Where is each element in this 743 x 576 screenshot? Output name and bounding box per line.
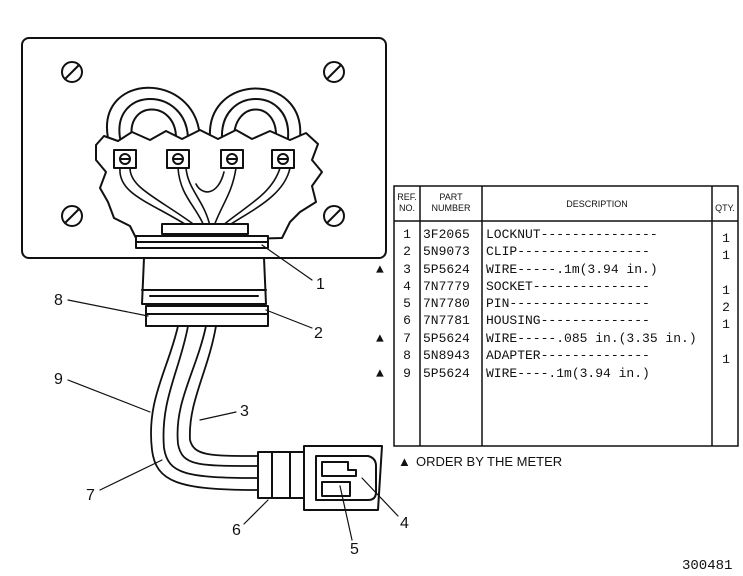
- leader-lines: [67, 244, 399, 541]
- header-part-line2: NUMBER: [431, 203, 471, 213]
- row-part-number: 5N9073: [423, 244, 470, 259]
- row-qty: 1: [722, 231, 730, 246]
- row-part-number: 3F2065: [423, 227, 470, 242]
- row-ref: 6: [403, 313, 411, 328]
- document-number: 300481: [682, 558, 732, 574]
- row-mark: ▲: [376, 331, 384, 346]
- row-mark: ▲: [376, 262, 384, 277]
- parts-table: REF. NO. PART NUMBER DESCRIPTION QTY. 1 …: [376, 185, 739, 469]
- header-description: DESCRIPTION: [566, 199, 628, 209]
- row-part-number: 7N7779: [423, 279, 470, 294]
- header-ref-line2: NO.: [399, 203, 415, 213]
- table-note: ▲ ORDER BY THE METER: [398, 454, 562, 469]
- row-ref: 4: [403, 279, 411, 294]
- row-part-number: 7N7780: [423, 296, 470, 311]
- table-row: ▲ 3 5P5624 WIRE-----.1m(3.94 in.): [376, 262, 658, 277]
- row-mark: ▲: [376, 366, 384, 381]
- internal-wires: [119, 167, 291, 227]
- table-row: ▲ 9 5P5624 WIRE----.1m(3.94 in.): [376, 366, 650, 381]
- row-qty: 1: [722, 248, 730, 263]
- table-header: REF. NO. PART NUMBER DESCRIPTION QTY.: [397, 192, 735, 213]
- row-description: CLIP-----------------: [486, 244, 650, 259]
- note-text: ORDER BY THE METER: [416, 454, 562, 469]
- row-qty: 1: [722, 352, 730, 367]
- left-coil: [106, 86, 201, 139]
- locknut: [135, 223, 269, 249]
- table-row: 4 7N7779 SOCKET--------------- 1: [403, 279, 730, 298]
- row-description: PIN------------------: [486, 296, 650, 311]
- row-part-number: 5P5624: [423, 366, 470, 381]
- row-description: WIRE----.1m(3.94 in.): [486, 366, 650, 381]
- callout-3: 3: [240, 403, 249, 420]
- table-row: ▲ 7 5P5624 WIRE-----.085 in.(3.35 in.): [376, 331, 697, 346]
- row-part-number: 5P5624: [423, 331, 470, 346]
- row-ref: 7: [403, 331, 411, 346]
- callout-8: 8: [54, 292, 63, 309]
- housing: [257, 451, 305, 499]
- table-row: 8 5N8943 ADAPTER-------------- 1: [403, 348, 730, 367]
- table-rows: 1 3F2065 LOCKNUT--------------- 1 2 5N90…: [376, 227, 730, 381]
- cutaway-area: [95, 129, 323, 243]
- row-part-number: 5N8943: [423, 348, 470, 363]
- terminal-block-3: [220, 149, 244, 169]
- row-qty: 1: [722, 317, 730, 332]
- row-ref: 5: [403, 296, 411, 311]
- table-row: 2 5N9073 CLIP----------------- 1: [403, 244, 730, 263]
- row-ref: 9: [403, 366, 411, 381]
- callout-5: 5: [350, 541, 359, 558]
- adapter: [145, 305, 269, 327]
- row-description: LOCKNUT---------------: [486, 227, 658, 242]
- row-qty: 2: [722, 300, 730, 315]
- row-part-number: 5P5624: [423, 262, 470, 277]
- terminal-block-4: [271, 149, 295, 169]
- row-ref: 3: [403, 262, 411, 277]
- terminal-block-1: [113, 149, 137, 169]
- table-row: 1 3F2065 LOCKNUT--------------- 1: [403, 227, 730, 246]
- right-coil: [208, 87, 302, 139]
- callout-9: 9: [54, 371, 63, 388]
- cable-wires: [150, 325, 259, 491]
- header-qty: QTY.: [715, 203, 735, 213]
- table-row: 6 7N7781 HOUSING-------------- 1: [403, 313, 730, 332]
- callout-labels: 1 2 3 4 5 6 7 8 9: [54, 276, 409, 558]
- callout-6: 6: [232, 522, 241, 539]
- screw-bottom-left-icon: [61, 205, 83, 227]
- row-description: WIRE-----.1m(3.94 in.): [486, 262, 658, 277]
- header-part-line1: PART: [439, 192, 463, 202]
- row-description: HOUSING--------------: [486, 313, 650, 328]
- pins: [321, 461, 357, 497]
- screw-bottom-right-icon: [323, 205, 345, 227]
- row-ref: 8: [403, 348, 411, 363]
- row-ref: 2: [403, 244, 411, 259]
- callout-7: 7: [86, 487, 95, 504]
- header-ref-line1: REF.: [397, 192, 417, 202]
- row-ref: 1: [403, 227, 411, 242]
- row-description: SOCKET---------------: [486, 279, 650, 294]
- screw-top-left-icon: [61, 61, 83, 83]
- row-description: WIRE-----.085 in.(3.35 in.): [486, 331, 697, 346]
- row-qty: 1: [722, 283, 730, 298]
- table-row: 5 7N7780 PIN------------------ 2: [403, 296, 730, 315]
- callout-1: 1: [316, 276, 325, 293]
- callout-2: 2: [314, 325, 323, 342]
- row-part-number: 7N7781: [423, 313, 470, 328]
- note-mark-icon: ▲: [398, 454, 411, 469]
- callout-4: 4: [400, 515, 409, 532]
- screw-top-right-icon: [323, 61, 345, 83]
- row-description: ADAPTER--------------: [486, 348, 650, 363]
- clip-connector: [141, 257, 267, 305]
